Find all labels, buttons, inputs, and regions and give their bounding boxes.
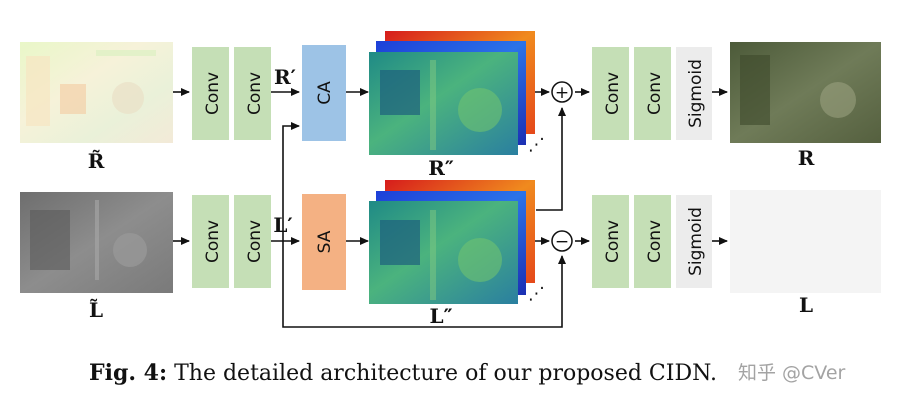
conv-block-bottom-1: Conv [192, 195, 229, 288]
figure-caption: Fig. 4: The detailed architecture of our… [89, 360, 717, 386]
subtract-operator: − [551, 230, 573, 252]
sigmoid-label: Sigmoid [686, 207, 706, 276]
minus-sign: − [555, 232, 569, 252]
sa-label: SA [315, 230, 335, 253]
conv-block-top-2: Conv [234, 47, 271, 140]
channel-attention-block: CA [302, 45, 346, 141]
conv-label: Conv [603, 220, 623, 263]
conv-label: Conv [645, 220, 665, 263]
label-r-output: R [798, 146, 815, 170]
conv-label: Conv [645, 72, 665, 115]
label-l-prime: L′ [273, 213, 292, 237]
conv-block-bottom-3: Conv [592, 195, 629, 288]
input-illumination-image [20, 192, 173, 293]
arrow-l-prime-to-ca [282, 122, 300, 241]
input-reflectance-image [20, 42, 173, 143]
conv-label: Conv [245, 220, 265, 263]
ca-label: CA [315, 81, 335, 105]
label-l-double-prime: L″ [430, 304, 453, 328]
caption-text: The detailed architecture of our propose… [174, 361, 717, 386]
architecture-diagram: R̃ L̃ Conv Conv R′ CA Conv [20, 31, 881, 328]
add-operator: + [551, 81, 573, 103]
sigmoid-label: Sigmoid [686, 59, 706, 128]
label-r-double-prime: R″ [428, 156, 454, 180]
feature-stack-r: ⋰ [369, 31, 545, 155]
arrow-l-prime-skip-to-minus [282, 241, 566, 328]
label-r-prime: R′ [274, 65, 296, 89]
conv-label: Conv [603, 72, 623, 115]
conv-block-bottom-4: Conv [634, 195, 671, 288]
label-l-output: L [799, 293, 813, 317]
stack-ellipsis-l: ⋰ [528, 284, 545, 304]
output-reflectance-image [730, 42, 881, 143]
conv-block-top-3: Conv [592, 47, 629, 140]
conv-label: Conv [203, 72, 223, 115]
output-illumination-image [730, 190, 881, 293]
conv-block-top-1: Conv [192, 47, 229, 140]
watermark: 知乎 @CVer [738, 362, 846, 384]
spatial-attention-block: SA [302, 194, 346, 290]
caption-prefix: Fig. 4: [89, 360, 168, 386]
arrow-l-features-to-plus [536, 107, 566, 211]
stack-ellipsis-r: ⋰ [528, 135, 545, 155]
sigmoid-block-bottom: Sigmoid [676, 195, 712, 288]
label-l-tilde: L̃ [89, 298, 103, 322]
conv-label: Conv [245, 72, 265, 115]
sigmoid-block-top: Sigmoid [676, 47, 712, 140]
feature-stack-l: ⋰ [369, 180, 545, 304]
conv-label: Conv [203, 220, 223, 263]
label-r-tilde: R̃ [88, 149, 105, 173]
plus-sign: + [555, 83, 569, 103]
conv-block-top-4: Conv [634, 47, 671, 140]
conv-block-bottom-2: Conv [234, 195, 271, 288]
